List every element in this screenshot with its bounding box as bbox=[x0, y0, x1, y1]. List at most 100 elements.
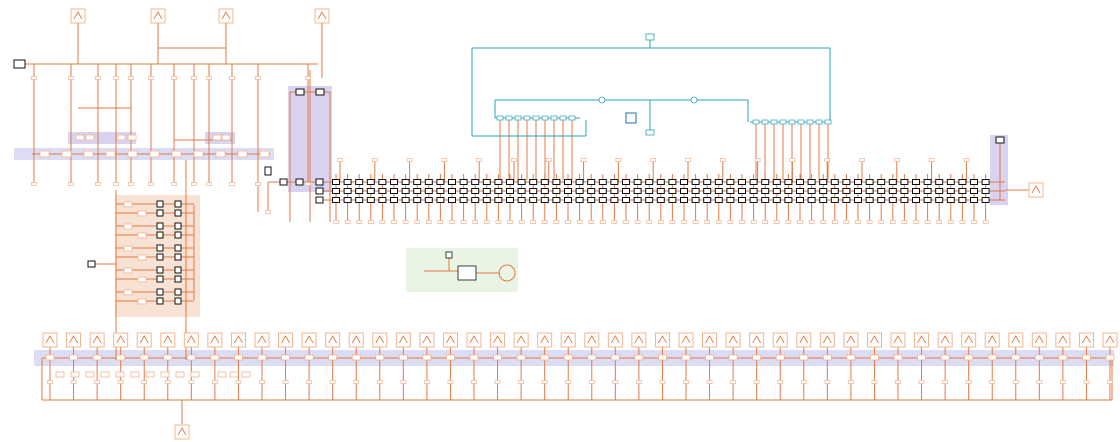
lv-load bbox=[69, 183, 74, 186]
breaker-body bbox=[716, 221, 721, 224]
control-tap bbox=[551, 116, 557, 120]
coupler-switch bbox=[175, 254, 181, 260]
bay-breaker bbox=[727, 180, 734, 185]
bus-tie-block bbox=[265, 167, 271, 175]
bay-breaker bbox=[414, 198, 421, 203]
bottom-bus-breaker bbox=[70, 355, 78, 360]
control-terminator bbox=[646, 130, 654, 135]
bottom-feeder-breaker bbox=[919, 381, 924, 384]
breaker-body bbox=[207, 77, 212, 80]
breaker-body bbox=[755, 159, 760, 162]
bay-breaker bbox=[808, 180, 815, 185]
coupler-breaker bbox=[124, 246, 132, 251]
bottom-feeder-breaker bbox=[966, 381, 971, 384]
bottom-bus-breaker bbox=[305, 355, 313, 360]
bay-breaker bbox=[425, 189, 432, 194]
coupler-switch bbox=[157, 254, 163, 260]
bay-measure bbox=[929, 159, 934, 162]
breaker-body bbox=[415, 221, 420, 224]
bay-load bbox=[368, 221, 373, 224]
highlight-right-end bbox=[990, 135, 1008, 205]
bottom-feeder-breaker bbox=[707, 381, 712, 384]
bottom-bus-breaker bbox=[1012, 355, 1020, 360]
bay-breaker bbox=[553, 180, 560, 185]
bottom-feeder-breaker bbox=[848, 381, 853, 384]
bay-breaker bbox=[739, 198, 746, 203]
control-tap bbox=[497, 116, 503, 120]
coupler-breaker bbox=[138, 255, 146, 260]
bay-breaker bbox=[634, 198, 641, 203]
coupler-switch bbox=[157, 245, 163, 251]
bay-measure bbox=[860, 159, 865, 162]
bottom-feeder-breaker bbox=[1108, 381, 1113, 384]
bay-breaker bbox=[634, 189, 641, 194]
bay-breaker bbox=[344, 189, 351, 194]
lv-group-breaker bbox=[76, 135, 84, 140]
lv-bus-breaker bbox=[194, 151, 203, 157]
bottom-bus-breaker bbox=[965, 355, 973, 360]
bottom-feeder-breaker bbox=[377, 381, 382, 384]
bottom-aux-breaker bbox=[242, 372, 250, 377]
bay-breaker bbox=[681, 198, 688, 203]
breaker-body bbox=[266, 211, 271, 214]
bay-breaker bbox=[785, 180, 792, 185]
bay-breaker bbox=[901, 198, 908, 203]
bottom-feeder-source bbox=[561, 333, 575, 347]
breaker-body bbox=[728, 221, 733, 224]
lv-bus-breaker bbox=[84, 151, 93, 157]
lv-bus-breaker bbox=[40, 151, 49, 157]
breaker-body bbox=[207, 183, 212, 186]
bay-breaker bbox=[611, 189, 618, 194]
breaker-body bbox=[937, 221, 942, 224]
bay-breaker bbox=[843, 189, 850, 194]
bay-load bbox=[983, 221, 988, 224]
lv-breaker-top bbox=[32, 77, 37, 80]
bay-breaker bbox=[762, 189, 769, 194]
breaker-body bbox=[345, 221, 350, 224]
bottom-bus-breaker bbox=[352, 355, 360, 360]
bay-load bbox=[809, 221, 814, 224]
bottom-feeder-source bbox=[773, 333, 787, 347]
sum-icon bbox=[599, 97, 605, 103]
bay-breaker bbox=[449, 180, 456, 185]
bay-breaker bbox=[449, 189, 456, 194]
bottom-feeder-breaker bbox=[330, 381, 335, 384]
coupler-input-block bbox=[88, 261, 95, 267]
breaker-body bbox=[401, 381, 406, 384]
bay-load bbox=[856, 221, 861, 224]
bottom-feeder-source bbox=[90, 333, 104, 347]
bay-breaker bbox=[565, 180, 572, 185]
bay-breaker bbox=[483, 198, 490, 203]
bottom-feeder-source bbox=[632, 333, 646, 347]
bay-measure bbox=[790, 159, 795, 162]
bottom-feeder-breaker bbox=[424, 381, 429, 384]
bay-breaker bbox=[762, 198, 769, 203]
bay-breaker bbox=[739, 189, 746, 194]
bay-breaker bbox=[599, 180, 606, 185]
bay-measure bbox=[442, 159, 447, 162]
bottom-bus-breaker bbox=[446, 355, 454, 360]
control-tap bbox=[762, 120, 768, 124]
bay-breaker bbox=[391, 189, 398, 194]
control-tap bbox=[771, 120, 777, 124]
bay-load bbox=[890, 221, 895, 224]
bay-breaker bbox=[646, 180, 653, 185]
breaker-body bbox=[306, 183, 311, 186]
bay-breaker bbox=[518, 198, 525, 203]
breaker-body bbox=[172, 183, 177, 186]
breaker-body bbox=[763, 221, 768, 224]
breaker-body bbox=[380, 221, 385, 224]
bay-breaker bbox=[356, 189, 363, 194]
bottom-feeder-breaker bbox=[778, 381, 783, 384]
breaker-body bbox=[896, 381, 901, 384]
bay-breaker bbox=[727, 189, 734, 194]
bottom-bus-breaker bbox=[1106, 355, 1114, 360]
breaker-body bbox=[377, 381, 382, 384]
control-tap bbox=[515, 116, 521, 120]
bay-breaker bbox=[588, 180, 595, 185]
bottom-feeder-breaker bbox=[95, 381, 100, 384]
bay-breaker bbox=[333, 189, 340, 194]
bay-measure bbox=[477, 159, 482, 162]
bay-breaker bbox=[901, 189, 908, 194]
bay-breaker bbox=[507, 189, 514, 194]
